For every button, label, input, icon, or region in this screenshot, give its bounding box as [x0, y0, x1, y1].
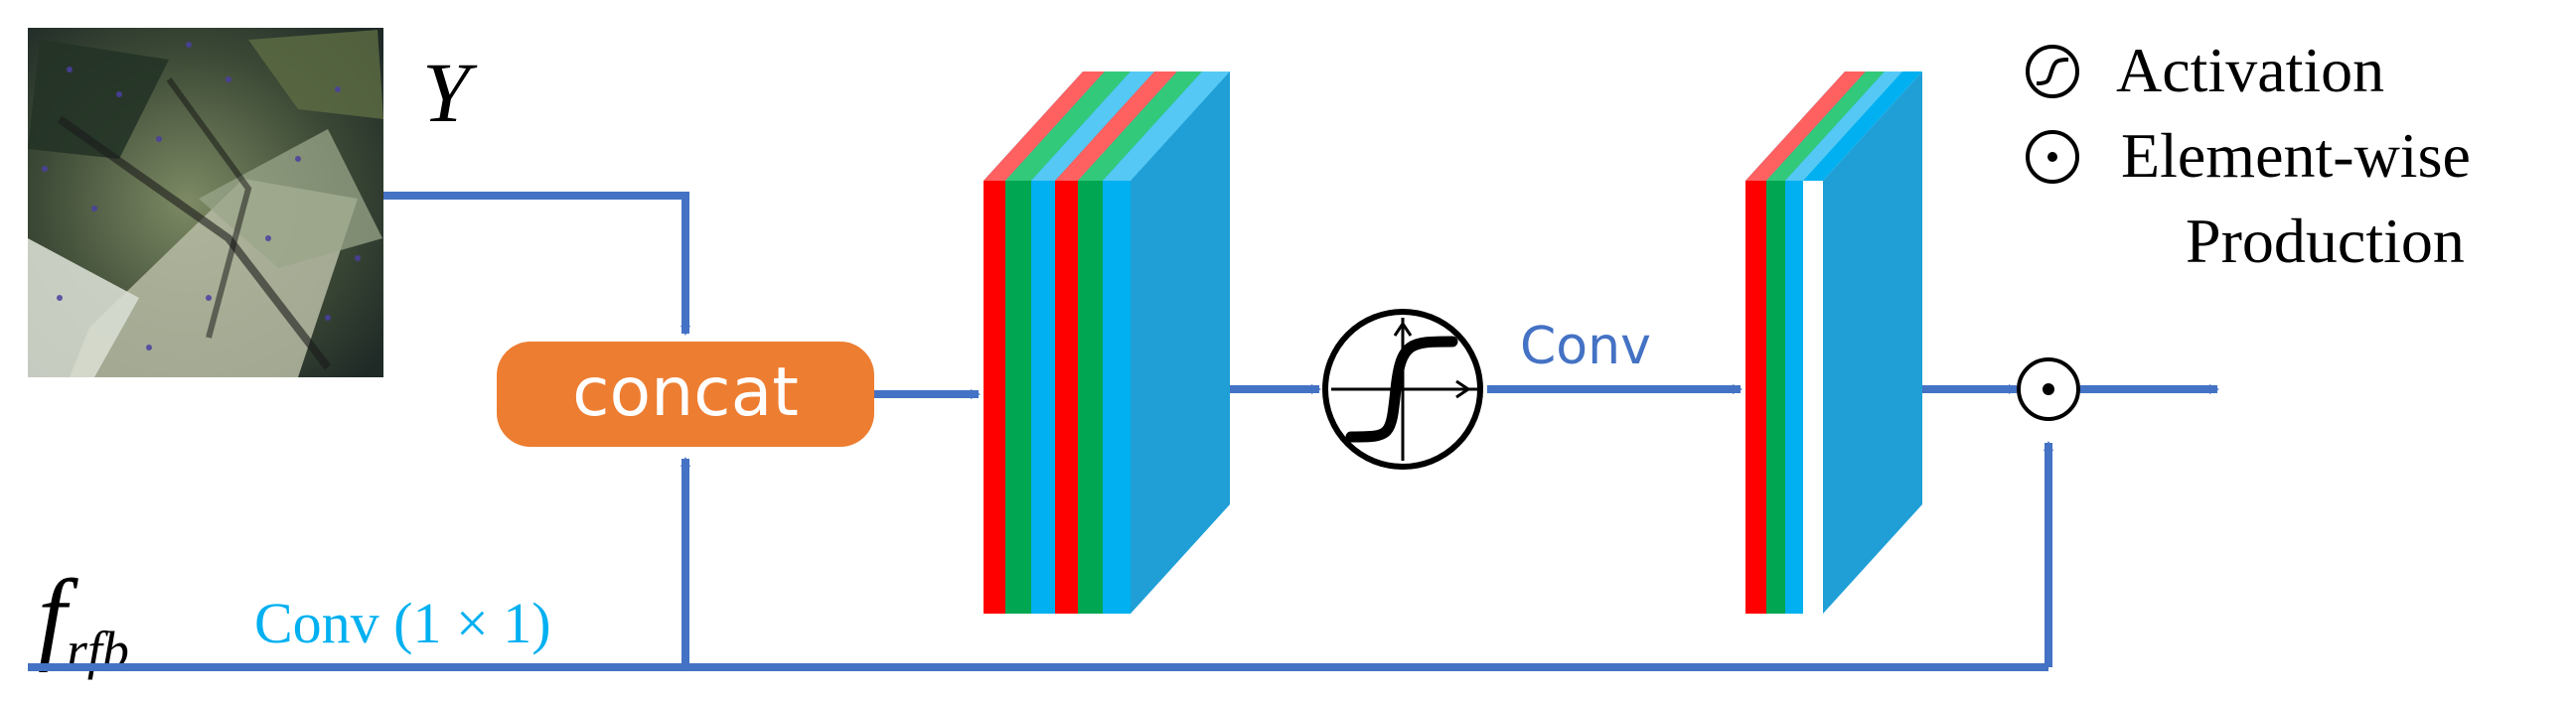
sigmoid-activation-icon — [1322, 309, 1483, 470]
image-to-concat-arrow — [383, 192, 690, 336]
feature-symbol-label: frfb — [38, 559, 129, 680]
legend-product-label-line2: Production — [2186, 206, 2465, 276]
concatenated-feature-block — [984, 71, 1230, 614]
legend-activation-icon — [2026, 45, 2079, 98]
legend-product-icon — [2026, 130, 2079, 184]
conv-label: Conv — [1520, 317, 1651, 376]
concat-label: concat — [572, 353, 799, 432]
attention-feature-block — [1745, 71, 1922, 614]
conv-1x1-label: Conv (1 × 1) — [254, 591, 551, 655]
concat-box: concat — [497, 342, 874, 447]
noisy-image-thumbnail — [28, 28, 383, 377]
legend-product-label-line1: Element-wise — [2121, 120, 2471, 191]
input-symbol-label: Y — [422, 45, 478, 140]
legend-activation-label: Activation — [2116, 35, 2384, 105]
legend: Activation Element-wise Production — [2026, 35, 2471, 276]
element-wise-product-icon — [2017, 357, 2080, 421]
